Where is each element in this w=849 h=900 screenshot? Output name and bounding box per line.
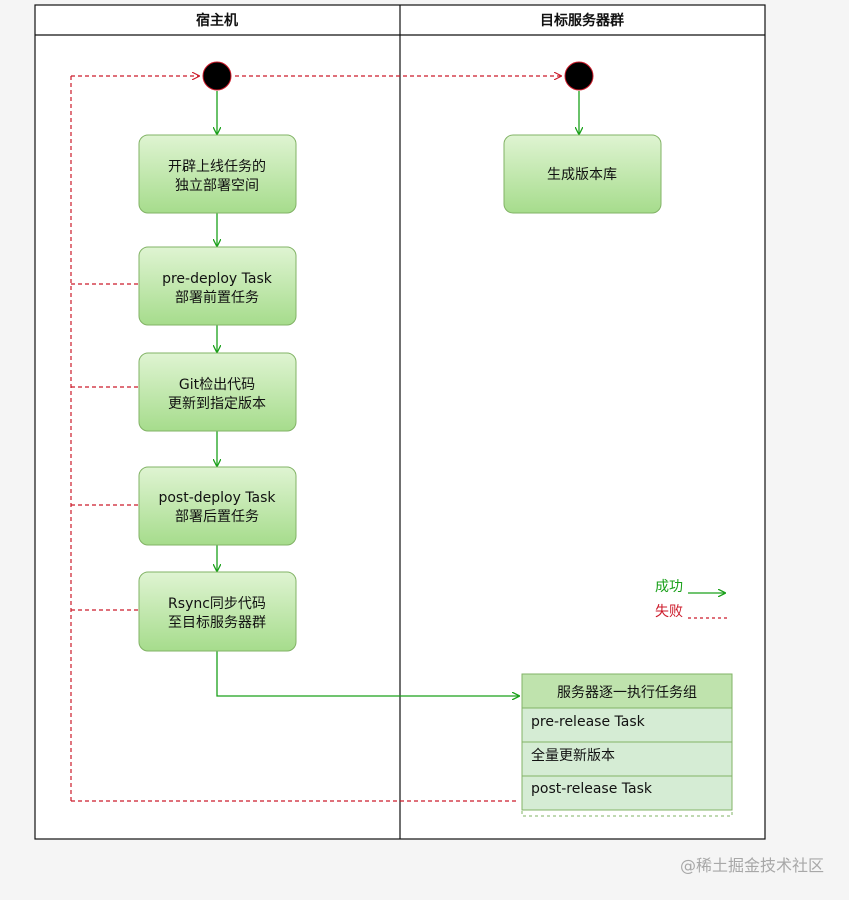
node-open-space-line1: 开辟上线任务的 xyxy=(168,159,266,175)
start-node-targets xyxy=(564,61,594,91)
node-rsync: Rsync同步代码 至目标服务器群 xyxy=(138,571,297,652)
task-group-row xyxy=(521,741,733,777)
legend-fail-label: 失败 xyxy=(655,604,683,620)
task-group-row xyxy=(521,707,733,743)
watermark: @稀土掘金技术社区 xyxy=(680,856,824,875)
task-group-row-post-release: post-release Task xyxy=(531,781,653,797)
task-group-row-full-update: 全量更新版本 xyxy=(531,747,615,764)
legend-success-label: 成功 xyxy=(655,579,683,595)
task-group: 服务器逐一执行任务组 pre-release Task 全量更新版本 post-… xyxy=(521,673,733,817)
task-group-header xyxy=(521,673,733,709)
node-post-deploy-line2: 部署后置任务 xyxy=(175,509,259,525)
node-post-deploy: post-deploy Task 部署后置任务 xyxy=(138,466,297,546)
lane-title-host: 宿主机 xyxy=(196,12,238,29)
node-open-space-line2: 独立部署空间 xyxy=(175,178,259,194)
legend: 成功 失败 xyxy=(655,579,729,620)
node-pre-deploy-line1: pre-deploy Task xyxy=(162,271,273,287)
node-git-checkout-line1: Git检出代码 xyxy=(179,377,255,393)
arrow-rsync-to-task-group xyxy=(216,651,519,696)
node-open-space: 开辟上线任务的 独立部署空间 xyxy=(138,134,297,214)
success-paths xyxy=(217,91,579,696)
start-node-host xyxy=(202,61,232,91)
node-pre-deploy: pre-deploy Task 部署前置任务 xyxy=(138,246,297,326)
node-post-deploy-line1: post-deploy Task xyxy=(158,490,276,506)
node-gen-repo-label: 生成版本库 xyxy=(547,167,617,183)
task-group-row-pre-release: pre-release Task xyxy=(531,714,646,730)
lane-title-targets: 目标服务器群 xyxy=(540,12,624,29)
task-group-title: 服务器逐一执行任务组 xyxy=(557,685,697,701)
node-git-checkout: Git检出代码 更新到指定版本 xyxy=(138,352,297,432)
node-pre-deploy-line2: 部署前置任务 xyxy=(175,289,259,306)
node-git-checkout-line2: 更新到指定版本 xyxy=(168,396,266,412)
task-group-row xyxy=(521,775,733,811)
node-rsync-line1: Rsync同步代码 xyxy=(168,596,266,612)
node-rsync-line2: 至目标服务器群 xyxy=(168,615,266,631)
node-gen-repo: 生成版本库 xyxy=(503,134,662,214)
failure-paths xyxy=(70,76,561,802)
